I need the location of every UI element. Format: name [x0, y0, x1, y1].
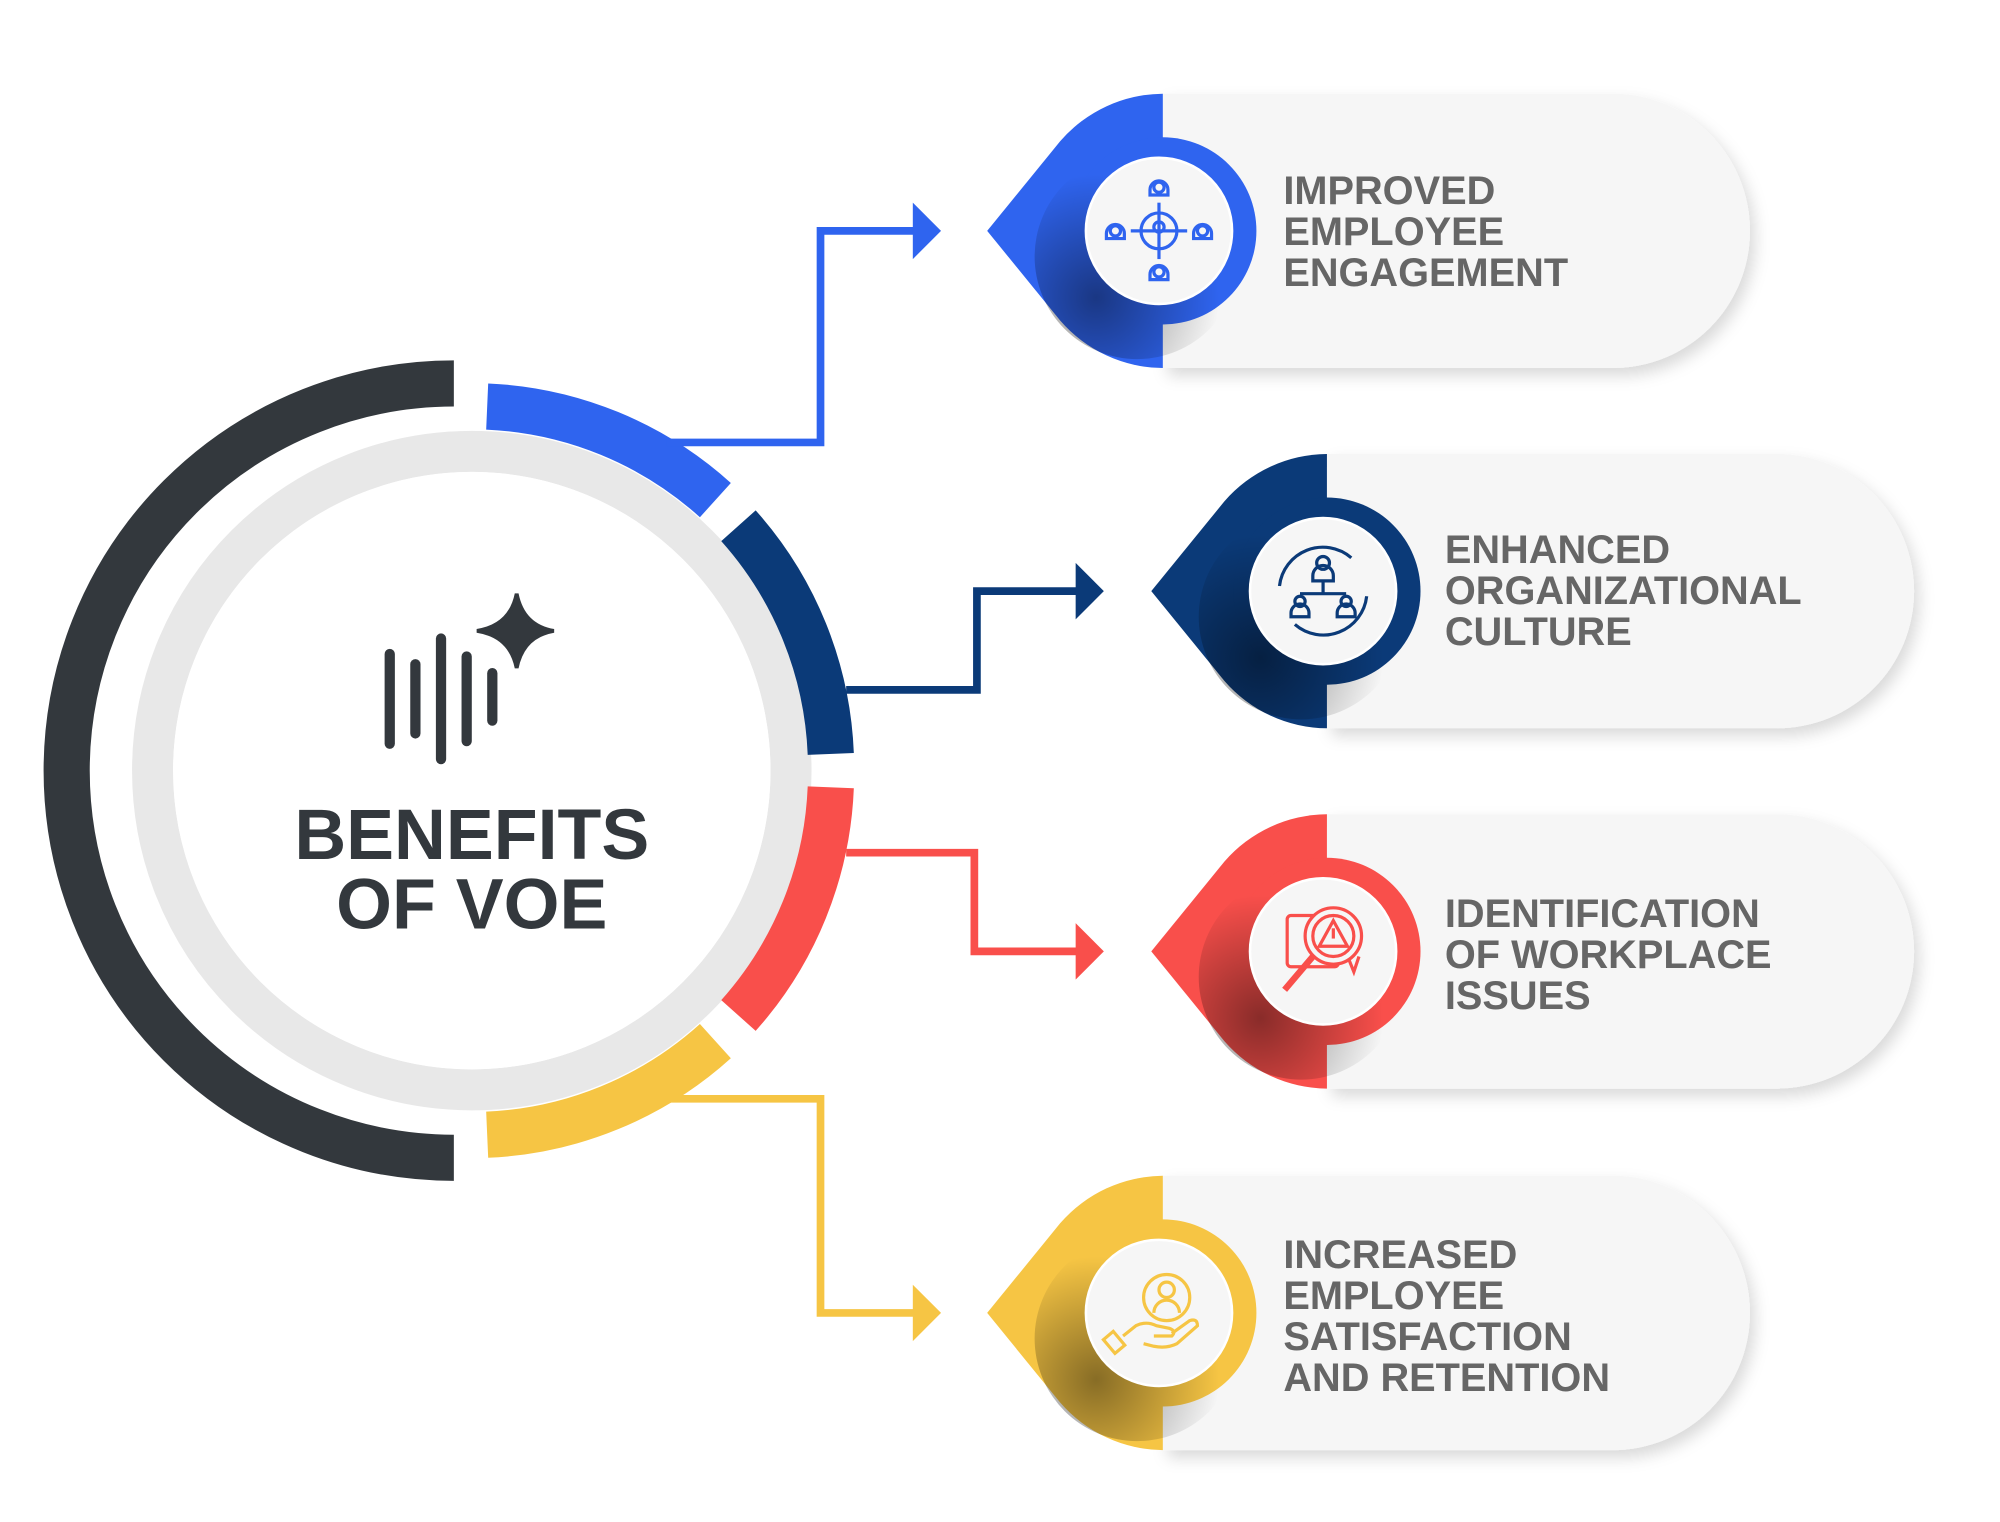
arrow-navy: [1075, 562, 1104, 620]
team-cycle-icon: [1277, 545, 1369, 637]
ring-dark-arc: [43, 360, 454, 1181]
arrow-blue: [912, 202, 942, 260]
sound-wave-sparkle-icon: [384, 593, 555, 765]
ring-center: [173, 471, 771, 1070]
title-line-1: BENEFITS: [294, 795, 649, 875]
connector-red: [846, 848, 1084, 956]
title-line-2: OF VOE: [336, 864, 607, 944]
ring-yellow-segment: [485, 1023, 731, 1158]
people-target-icon: [1104, 179, 1214, 282]
card-pill: [1162, 1175, 1750, 1451]
card-pill: [1162, 93, 1750, 369]
connector-yellow: [666, 1094, 921, 1317]
card-pill: [1326, 814, 1915, 1089]
ring-navy-segment: [721, 510, 854, 756]
magnifier-warning-icon: [1282, 906, 1364, 992]
ring-blue-segment: [485, 383, 731, 518]
connectors: [666, 202, 1104, 1342]
arrow-red: [1075, 923, 1104, 980]
ring-red-segment: [721, 786, 854, 1031]
hand-person-icon: [1101, 1272, 1200, 1356]
card-pill: [1326, 453, 1915, 729]
connector-navy: [846, 587, 1084, 694]
ring-light: [132, 430, 812, 1111]
connector-blue: [666, 227, 921, 447]
central-ring: [43, 360, 854, 1181]
arrow-yellow: [912, 1284, 942, 1342]
